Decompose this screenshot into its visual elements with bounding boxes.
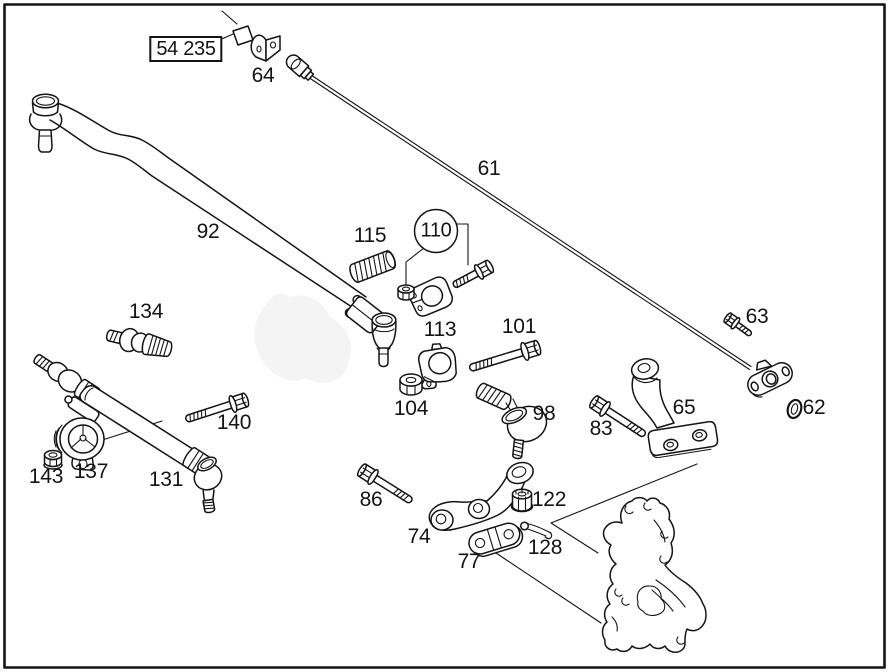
bolt-63 — [723, 312, 753, 337]
castle-nut-122 — [510, 488, 534, 513]
sleeve-134 — [105, 327, 173, 358]
nut-143 — [43, 449, 63, 470]
part-label-137: 137 — [73, 460, 109, 483]
part-label-65: 65 — [672, 396, 696, 419]
bolt-110 — [452, 259, 495, 288]
bolt-86 — [356, 463, 413, 504]
nut-104 — [399, 373, 423, 396]
part-label-113: 113 — [423, 318, 457, 341]
seal-ring-62 — [786, 398, 803, 420]
callout-circle-110 — [413, 208, 459, 254]
arm-74 — [428, 461, 534, 531]
clamp-137 — [53, 417, 105, 471]
tie-rod-end-98 — [475, 382, 548, 460]
watermark — [254, 293, 352, 383]
part-label-98: 98 — [532, 402, 556, 425]
steering-knuckle — [601, 496, 707, 654]
bolt-140 — [185, 392, 250, 423]
page-border — [3, 3, 886, 669]
part-label-134: 134 — [128, 300, 164, 323]
part-label-86: 86 — [359, 488, 383, 511]
part-label-115: 115 — [353, 224, 387, 247]
part-label-92: 92 — [196, 220, 220, 243]
part-label-122: 122 — [531, 488, 567, 511]
plate-77 — [468, 522, 524, 558]
rod-61-flange — [747, 359, 793, 398]
part-label-74: 74 — [407, 525, 431, 548]
leader-lines — [95, 10, 698, 624]
rod-131 — [33, 353, 223, 514]
part-label-77: 77 — [457, 550, 481, 573]
threaded-stud-115 — [349, 250, 396, 283]
bracket-64 — [250, 34, 281, 62]
part-label-83: 83 — [589, 417, 613, 440]
arm-65 — [630, 358, 719, 459]
cotter-pin-128 — [519, 521, 553, 540]
part-label-61: 61 — [477, 157, 501, 180]
part-label-101: 101 — [501, 315, 537, 338]
nut-110 — [397, 284, 415, 301]
part-label-104: 104 — [393, 397, 429, 420]
part-label-62: 62 — [802, 396, 826, 419]
rod-61 — [285, 54, 752, 371]
bolt-83 — [588, 395, 647, 438]
clamp-113 — [418, 343, 457, 390]
part-label-143: 143 — [28, 465, 64, 488]
part-label-131: 131 — [148, 468, 184, 491]
bolt-101 — [468, 339, 542, 372]
part-label-54-235: 54 235 — [149, 36, 223, 62]
part-label-128: 128 — [527, 536, 563, 559]
part-label-63: 63 — [745, 305, 769, 328]
rod-92 — [28, 93, 397, 368]
part-label-110: 110 — [420, 219, 452, 242]
part-label-140: 140 — [216, 411, 252, 434]
part-label-64: 64 — [251, 64, 275, 87]
marker-square — [232, 25, 254, 46]
